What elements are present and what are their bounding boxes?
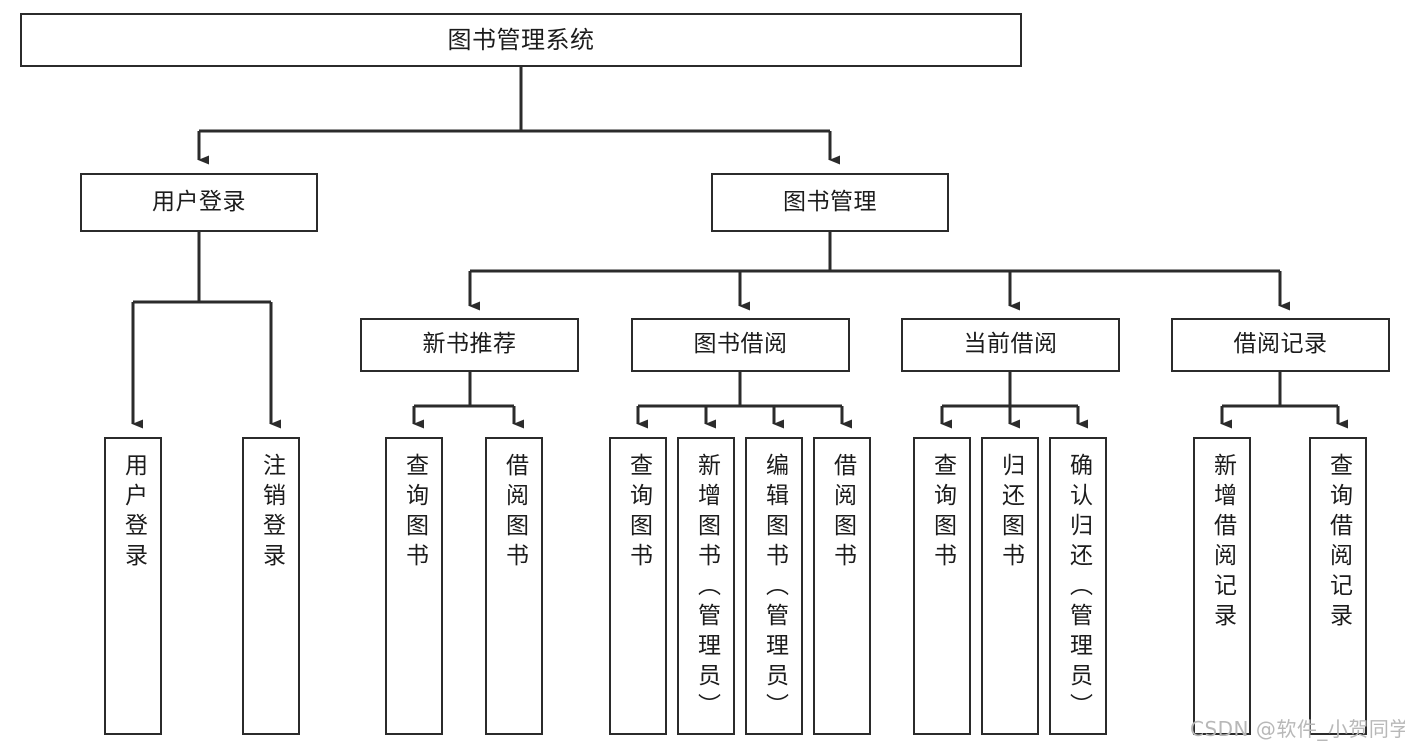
node-label: 查询图书 xyxy=(401,453,428,573)
node-label: 查询图书 xyxy=(929,453,956,573)
node-label: 图书管理 xyxy=(783,188,877,215)
node-label: 查询借阅记录 xyxy=(1325,453,1352,633)
node-label: 图书管理系统 xyxy=(447,25,595,54)
node-leaf-add-record[interactable]: 新增借阅记录 xyxy=(1193,437,1251,735)
node-label: 新增图书（管理员） xyxy=(693,453,720,723)
node-label: 编辑图书（管理员） xyxy=(761,453,788,723)
node-leaf-confirm-return[interactable]: 确认归还（管理员） xyxy=(1049,437,1107,735)
csdn-watermark: CSDN @软件_小贺同学 xyxy=(1190,717,1405,741)
node-leaf-query-book-1[interactable]: 查询图书 xyxy=(385,437,443,735)
node-leaf-edit-book[interactable]: 编辑图书（管理员） xyxy=(745,437,803,735)
node-label: 新书推荐 xyxy=(422,331,517,358)
node-label: 新增借阅记录 xyxy=(1209,453,1236,633)
node-label: 确认归还（管理员） xyxy=(1065,453,1092,723)
node-current-borrow[interactable]: 当前借阅 xyxy=(901,318,1120,372)
node-label: 图书借阅 xyxy=(693,331,788,358)
node-leaf-borrow-book-1[interactable]: 借阅图书 xyxy=(485,437,543,735)
node-leaf-query-record[interactable]: 查询借阅记录 xyxy=(1309,437,1367,735)
node-leaf-return-book[interactable]: 归还图书 xyxy=(981,437,1039,735)
node-leaf-user-logout[interactable]: 注销登录 xyxy=(242,437,300,735)
node-label: 借阅记录 xyxy=(1233,331,1328,358)
node-label: 查询图书 xyxy=(625,453,652,573)
node-book-borrow[interactable]: 图书借阅 xyxy=(631,318,850,372)
node-label: 用户登录 xyxy=(120,453,147,573)
node-leaf-add-book[interactable]: 新增图书（管理员） xyxy=(677,437,735,735)
node-label: 注销登录 xyxy=(258,453,285,573)
node-leaf-borrow-book-2[interactable]: 借阅图书 xyxy=(813,437,871,735)
node-book-management[interactable]: 图书管理 xyxy=(711,173,949,232)
node-user-login[interactable]: 用户登录 xyxy=(80,173,318,232)
node-root-book-management-system[interactable]: 图书管理系统 xyxy=(20,13,1022,67)
node-label: 用户登录 xyxy=(152,188,246,215)
node-label: 借阅图书 xyxy=(501,453,528,573)
node-label: 当前借阅 xyxy=(963,331,1058,358)
node-leaf-query-book-3[interactable]: 查询图书 xyxy=(913,437,971,735)
node-label: 借阅图书 xyxy=(829,453,856,573)
node-leaf-user-login[interactable]: 用户登录 xyxy=(104,437,162,735)
node-borrow-record[interactable]: 借阅记录 xyxy=(1171,318,1390,372)
node-new-book-recommend[interactable]: 新书推荐 xyxy=(360,318,579,372)
node-label: 归还图书 xyxy=(997,453,1024,573)
node-leaf-query-book-2[interactable]: 查询图书 xyxy=(609,437,667,735)
